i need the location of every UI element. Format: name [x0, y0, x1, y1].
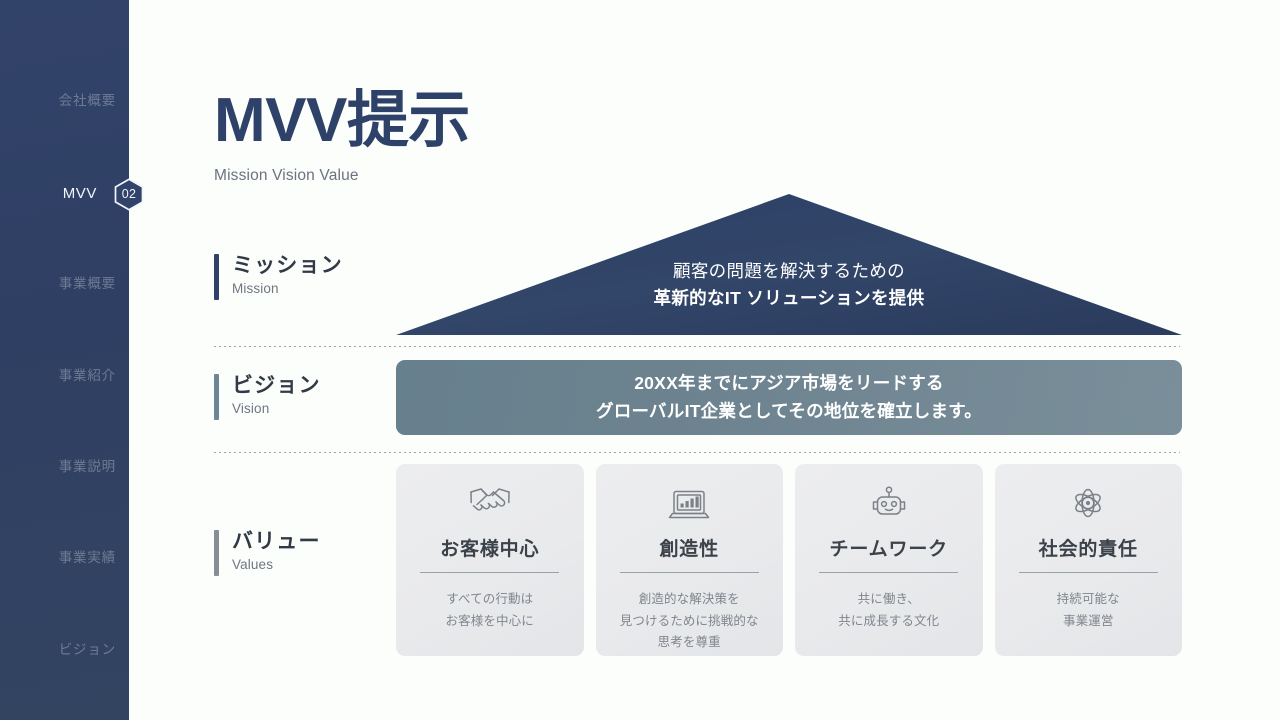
vision-line-1: 20XX年までにアジア市場をリードする: [634, 373, 944, 394]
value-card-divider: [420, 572, 560, 573]
value-desc-line: 持続可能な: [1056, 592, 1120, 606]
mission-line-1: 顧客の問題を解決するための: [672, 261, 906, 281]
value-desc-line: 共に働き、: [857, 592, 920, 606]
mission-accent-bar: [214, 254, 219, 300]
value-card-divider: [1018, 572, 1158, 573]
robot-icon: [866, 484, 912, 526]
mission-line-2: 革新的なIT ソリューションを提供: [653, 288, 925, 309]
vision-statement-box: 20XX年までにアジア市場をリードする グローバルIT企業としてその地位を確立し…: [396, 360, 1182, 435]
value-desc-line: 思考を尊重: [657, 635, 721, 649]
value-card-description: 共に働き、 共に成長する文化: [838, 589, 939, 632]
mission-triangle-shape: [396, 194, 1182, 335]
value-card-customer-first[interactable]: お客様中心 すべての行動は お客様を中心に: [396, 464, 584, 656]
sidebar-nav: 会社概要 MVV 事業概要 事業紹介 事業説明 事業実績 ビジョン: [0, 0, 129, 720]
vision-accent-bar: [214, 374, 219, 420]
mission-label-en: Mission: [232, 280, 279, 296]
page-number-text: 02: [121, 187, 137, 201]
values-row-label: バリュー Values: [214, 530, 321, 576]
sidebar-item-business-intro[interactable]: 事業紹介: [58, 368, 116, 383]
sidebar-item-vision[interactable]: ビジョン: [58, 642, 116, 657]
divider-mission-vision: [214, 346, 1180, 347]
page-title: MVV提示: [214, 86, 470, 155]
sidebar-item-mvv[interactable]: MVV: [62, 185, 97, 202]
sidebar-item-business-desc[interactable]: 事業説明: [58, 459, 116, 474]
value-desc-line: すべての行動は: [446, 592, 534, 606]
value-card-description: 持続可能な 事業運営: [1057, 589, 1120, 632]
value-card-title: 社会的責任: [1038, 539, 1138, 560]
value-card-title: 創造性: [659, 539, 720, 560]
value-card-title: お客様中心: [440, 539, 540, 560]
value-card-description: 創造的な解決策を 見つけるために挑戦的な 思考を尊重: [620, 589, 759, 654]
value-desc-line: 事業運営: [1062, 613, 1114, 628]
page-header: MVV提示 Mission Vision Value: [214, 88, 470, 185]
vision-statement: 20XX年までにアジア市場をリードする グローバルIT企業としてその地位を確立し…: [596, 370, 982, 424]
handshake-icon: [467, 484, 513, 526]
laptop-chart-icon: [666, 484, 712, 526]
values-card-list: お客様中心 すべての行動は お客様を中心に 創造性: [396, 464, 1182, 656]
page-subtitle: Mission Vision Value: [214, 167, 359, 185]
mission-label-jp: ミッション: [232, 254, 343, 277]
sidebar-item-business-results[interactable]: 事業実績: [58, 550, 116, 565]
sidebar-item-business-overview[interactable]: 事業概要: [58, 276, 116, 291]
vision-label-en: Vision: [232, 400, 270, 416]
values-accent-bar: [214, 530, 219, 576]
values-label-jp: バリュー: [232, 530, 321, 553]
hexagon-badge-icon: [114, 178, 144, 211]
value-card-teamwork[interactable]: チームワーク 共に働き、 共に成長する文化: [795, 464, 983, 656]
value-card-creativity[interactable]: 創造性 創造的な解決策を 見つけるために挑戦的な 思考を尊重: [595, 464, 783, 656]
value-desc-line: 共に成長する文化: [838, 613, 940, 628]
value-card-description: すべての行動は お客様を中心に: [446, 589, 534, 632]
mission-row-label: ミッション Mission: [214, 254, 343, 300]
divider-vision-values: [214, 452, 1180, 453]
value-card-title: チームワーク: [829, 539, 949, 560]
value-desc-line: お客様を中心に: [445, 613, 534, 628]
value-card-divider: [819, 572, 959, 573]
vision-row-label: ビジョン Vision: [214, 374, 321, 420]
values-label-en: Values: [232, 556, 274, 572]
vision-label-jp: ビジョン: [232, 374, 321, 397]
value-desc-line: 見つけるために挑戦的な: [619, 613, 759, 628]
page-number-badge: 02: [113, 178, 145, 211]
sidebar-item-company-overview[interactable]: 会社概要: [58, 93, 116, 108]
vision-line-2: グローバルIT企業としてその地位を確立します。: [595, 400, 983, 421]
value-card-social-responsibility[interactable]: 社会的責任 持続可能な 事業運営: [994, 464, 1182, 656]
mission-statement: 顧客の問題を解決するための 革新的なIT ソリューションを提供: [396, 258, 1182, 312]
value-desc-line: 創造的な解決策を: [638, 592, 740, 606]
value-card-divider: [619, 572, 759, 573]
atom-icon: [1065, 484, 1111, 526]
